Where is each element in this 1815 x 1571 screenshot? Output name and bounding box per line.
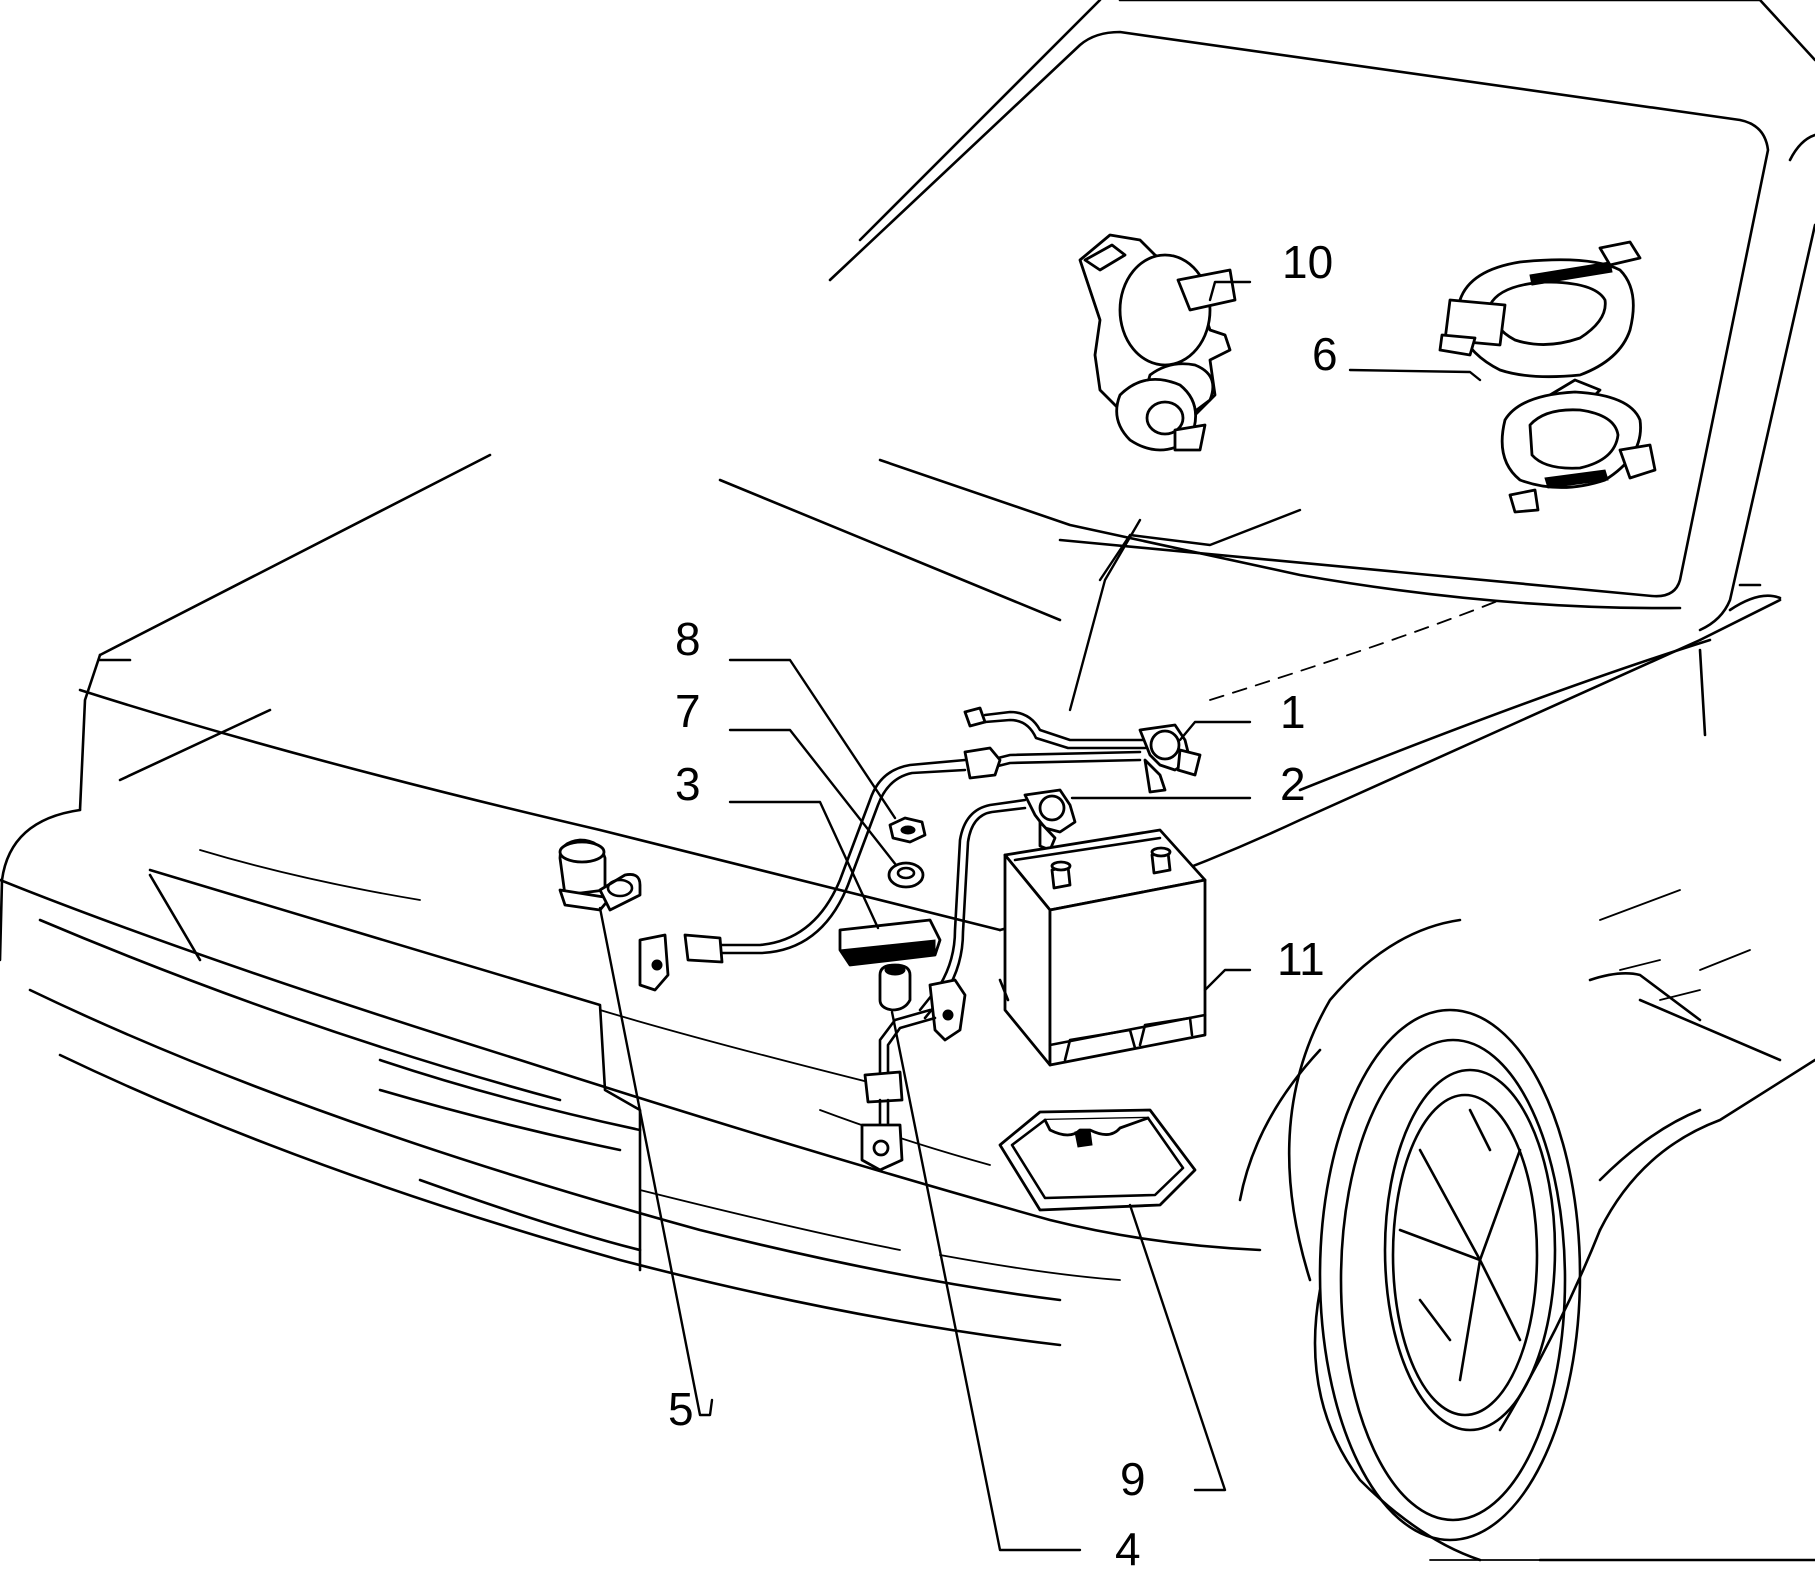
callout-labels: 1 2 3 4 5 6 7 8 9 10 11 bbox=[668, 236, 1338, 1571]
nut-part-8 bbox=[888, 816, 927, 844]
battery-cables bbox=[638, 706, 1202, 1172]
callout-10: 10 bbox=[1282, 236, 1333, 288]
clamp-part-6 bbox=[1438, 240, 1657, 514]
clamp-part-10 bbox=[1078, 233, 1237, 452]
callout-6: 6 bbox=[1312, 328, 1338, 380]
callout-5: 5 bbox=[668, 1383, 694, 1435]
cover-part-3 bbox=[838, 918, 942, 967]
callout-9: 9 bbox=[1120, 1453, 1146, 1505]
washer-part-7 bbox=[887, 861, 925, 889]
front-wheel bbox=[1318, 1008, 1582, 1542]
callout-8: 8 bbox=[675, 613, 701, 665]
callout-7: 7 bbox=[675, 685, 701, 737]
connector-part-5 bbox=[558, 838, 642, 912]
callout-2: 2 bbox=[1280, 758, 1306, 810]
sleeve-part-4 bbox=[878, 963, 912, 1012]
callout-leaders bbox=[598, 280, 1482, 1552]
battery-part-11 bbox=[998, 828, 1207, 1067]
battery-tray-part-9 bbox=[998, 1108, 1197, 1212]
callout-11: 11 bbox=[1277, 933, 1325, 985]
callout-3: 3 bbox=[675, 758, 701, 810]
callout-1: 1 bbox=[1280, 686, 1306, 738]
callout-4: 4 bbox=[1115, 1523, 1141, 1566]
